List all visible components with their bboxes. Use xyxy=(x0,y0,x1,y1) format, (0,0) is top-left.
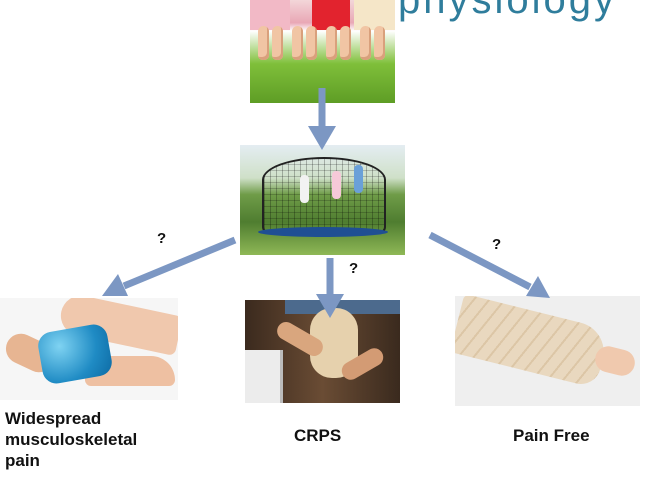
widespread-pain-label: Widespread musculoskeletal pain xyxy=(5,408,137,471)
label-line: pain xyxy=(5,450,137,471)
pain-free-label: Pain Free xyxy=(513,425,590,446)
question-mark-middle: ? xyxy=(349,260,358,277)
question-mark-right: ? xyxy=(492,236,501,253)
arrow-left xyxy=(102,240,235,296)
label-line: musculoskeletal xyxy=(5,429,137,450)
question-mark-left: ? xyxy=(157,230,166,247)
arrow-middle xyxy=(316,258,344,318)
label-line: Widespread xyxy=(5,408,137,429)
crps-label: CRPS xyxy=(294,425,341,446)
arrow-right xyxy=(430,235,550,298)
arrow-down-top xyxy=(308,88,336,150)
